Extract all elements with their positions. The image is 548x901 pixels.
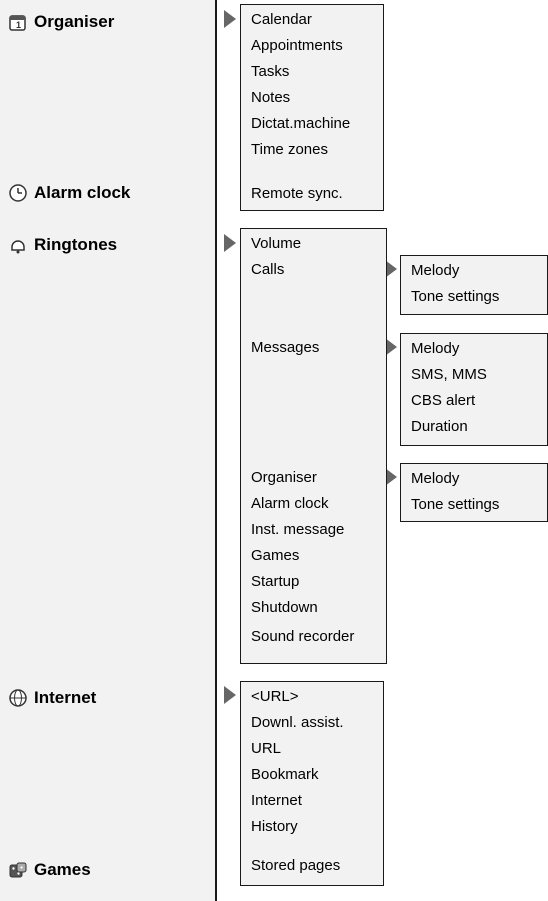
menu-item-sound-recorder[interactable]: Sound recorder [251,628,355,645]
menu-item-organiser[interactable]: Organiser [251,469,317,486]
menu-item-appointments[interactable]: Appointments [251,37,343,54]
column-divider [215,0,217,901]
expand-arrow-icon [224,10,236,28]
category-label: Ringtones [34,235,118,254]
menu-item-inst-message[interactable]: Inst. message [251,521,345,538]
expand-arrow-icon [385,338,397,356]
menu-item-melody[interactable]: Melody [411,340,460,357]
category-internet[interactable]: Internet [8,686,96,710]
menu-item-melody[interactable]: Melody [411,262,460,279]
menu-item-calls[interactable]: Calls [251,261,285,278]
organiser-tones-submenu: Melody Tone settings [400,463,548,522]
organiser-icon: 1 [8,12,28,32]
category-games[interactable]: Games [8,858,91,882]
menu-item-internet[interactable]: Internet [251,792,302,809]
internet-submenu: <URL> Downl. assist. URL Bookmark Intern… [240,681,384,886]
menu-item-dictat-machine[interactable]: Dictat.machine [251,115,351,132]
menu-item-history[interactable]: History [251,818,298,835]
menu-item-alarm-clock[interactable]: Alarm clock [251,495,329,512]
menu-item-cbs-alert[interactable]: CBS alert [411,392,476,409]
svg-text:1: 1 [16,20,21,30]
menu-item-tasks[interactable]: Tasks [251,63,290,80]
menu-item-stored-pages[interactable]: Stored pages [251,857,341,874]
menu-item-volume[interactable]: Volume [251,235,302,252]
menu-item-bookmark[interactable]: Bookmark [251,766,319,783]
category-label: Alarm clock [34,183,131,202]
menu-item-melody[interactable]: Melody [411,470,460,487]
expand-arrow-icon [385,260,397,278]
category-ringtones[interactable]: Ringtones [8,233,117,257]
games-dice-icon [8,860,28,880]
menu-item-tone-settings[interactable]: Tone settings [411,496,500,513]
internet-globe-icon [8,688,28,708]
menu-item-startup[interactable]: Startup [251,573,300,590]
menu-item-notes[interactable]: Notes [251,89,291,106]
expand-arrow-icon [224,234,236,252]
category-organiser[interactable]: 1 Organiser [8,10,114,34]
menu-item-time-zones[interactable]: Time zones [251,141,328,158]
expand-arrow-icon [224,686,236,704]
menu-item-tone-settings[interactable]: Tone settings [411,288,500,305]
expand-arrow-icon [385,468,397,486]
menu-item-duration[interactable]: Duration [411,418,468,435]
menu-item-calendar[interactable]: Calendar [251,11,312,28]
menu-item-games[interactable]: Games [251,547,300,564]
category-alarm-clock[interactable]: Alarm clock [8,181,130,205]
category-label: Organiser [34,12,115,31]
menu-item-url-placeholder[interactable]: <URL> [251,688,299,705]
calls-submenu: Melody Tone settings [400,255,548,315]
alarm-clock-icon [8,183,28,203]
category-label: Internet [34,688,97,707]
menu-item-messages[interactable]: Messages [251,339,320,356]
ringtones-icon [8,235,28,255]
menu-item-shutdown[interactable]: Shutdown [251,599,318,616]
category-label: Games [34,860,91,879]
left-category-column [0,0,216,901]
messages-submenu: Melody SMS, MMS CBS alert Duration [400,333,548,446]
ringtones-submenu: Volume Calls Messages Organiser Alarm cl… [240,228,387,664]
menu-item-sms-mms[interactable]: SMS, MMS [411,366,487,383]
menu-item-url[interactable]: URL [251,740,282,757]
organiser-submenu: Calendar Appointments Tasks Notes Dictat… [240,4,384,211]
menu-item-downl-assist[interactable]: Downl. assist. [251,714,344,731]
menu-item-remote-sync[interactable]: Remote sync. [251,185,343,202]
